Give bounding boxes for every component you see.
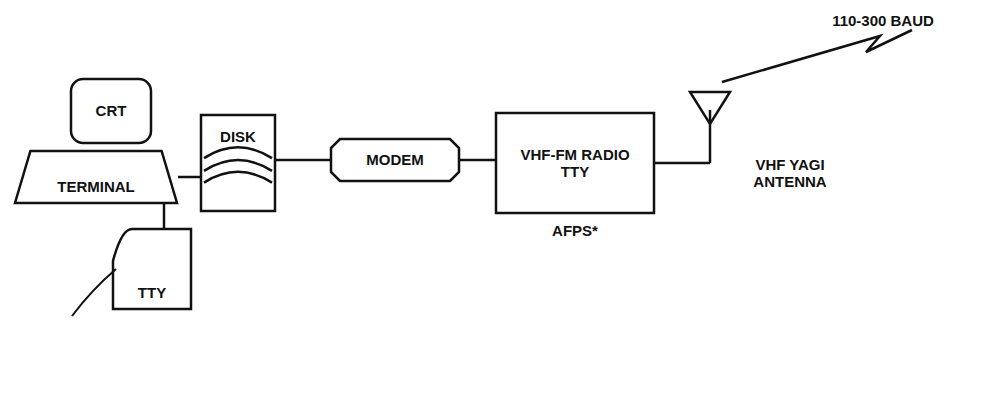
- node-label: VHF-FM RADIO TTY: [520, 146, 630, 181]
- crt-monitor: CRT: [70, 78, 152, 144]
- connector-line: [276, 159, 330, 162]
- radio-link-bolt: [722, 30, 912, 82]
- disk-drive: DISK: [200, 114, 276, 212]
- antenna-feed: [655, 162, 710, 165]
- connector-line: [178, 176, 200, 179]
- afps-label: AFPS*: [535, 222, 615, 239]
- node-label: TTY: [138, 284, 166, 301]
- node-label: DISK: [220, 128, 256, 145]
- connector-line: [163, 204, 166, 228]
- antenna-mast: [709, 110, 712, 163]
- node-label: CRT: [96, 102, 127, 119]
- terminal-keyboard: TERMINAL: [14, 150, 178, 204]
- connector-line: [460, 159, 495, 162]
- baud-rate-label: 110-300 BAUD: [788, 12, 978, 29]
- yagi-antenna-symbol: [690, 92, 730, 124]
- terminal-keyboard-outline: [14, 150, 178, 204]
- node-label: MODEM: [366, 151, 424, 168]
- modem-box: MODEM: [330, 138, 460, 182]
- teletype-printer: TTY: [112, 228, 192, 310]
- node-label: TERMINAL: [57, 178, 135, 195]
- antenna-label: VHF YAGI ANTENNA: [742, 156, 838, 191]
- radio-box: VHF-FM RADIO TTY: [495, 112, 655, 214]
